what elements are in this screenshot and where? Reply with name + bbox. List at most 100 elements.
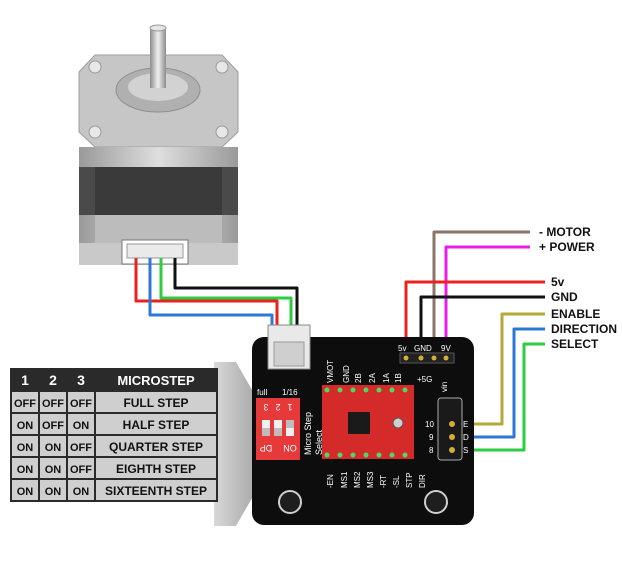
signal-wires	[452, 312, 545, 452]
table-header-cell	[40, 370, 66, 390]
power-wires	[404, 230, 545, 345]
table-cell-bg	[12, 414, 38, 434]
module-pin	[376, 452, 382, 458]
pin-label-top: 1A	[382, 373, 391, 383]
table-cell-text: OFF	[14, 398, 36, 410]
dip-on-label: ON	[283, 443, 297, 453]
table-cell-text: ON	[73, 420, 90, 432]
motor-wires	[134, 258, 299, 330]
letter-d: D	[463, 433, 469, 442]
table-cell-text: OFF	[70, 398, 92, 410]
table-cell-bg	[12, 392, 38, 412]
table-cell-text: ON	[17, 486, 34, 498]
module-pin	[337, 387, 343, 393]
table-cell-text: ON	[45, 464, 62, 476]
table-cell-bg	[12, 480, 38, 500]
pin-label-top: 1B	[394, 373, 403, 383]
table-cell-bg	[68, 414, 94, 434]
header-9v: 9V	[441, 344, 451, 353]
table-header-text: 3	[77, 372, 85, 388]
table-cell-bg	[68, 392, 94, 412]
module-pin	[376, 387, 382, 393]
table-cell-bg	[68, 458, 94, 478]
table-cell-text: ON	[17, 464, 34, 476]
label-enable: ENABLE	[551, 307, 600, 321]
label-plus-power: + POWER	[539, 240, 595, 254]
table-cell-text: SIXTEENTH STEP	[105, 484, 207, 498]
table-cell-text: OFF	[70, 464, 92, 476]
pin-label-bottom: MS2	[353, 471, 362, 488]
table-cell-bg	[40, 414, 66, 434]
pin-8: 8	[429, 446, 434, 455]
table-header-text: 2	[49, 372, 57, 388]
table-cell-bg	[12, 436, 38, 456]
microstep-table: 1 2 3 MICROSTEP OFF OFF OFF FULL STEP ON OFF ON HAL…	[10, 368, 218, 502]
table-header-text: MICROSTEP	[117, 373, 195, 388]
label-minus-motor: - MOTOR	[539, 225, 591, 239]
module-pin	[389, 387, 395, 393]
table-cell-text: FULL STEP	[123, 396, 188, 410]
dip-num-3: 3	[263, 402, 268, 412]
table-cell-text: ON	[17, 420, 34, 432]
table-cell-text: EIGHTH STEP	[116, 462, 196, 476]
table-cell-bg	[12, 458, 38, 478]
module-pin	[350, 387, 356, 393]
table-cell-text: OFF	[42, 420, 64, 432]
table-cell-text: QUARTER STEP	[109, 440, 203, 454]
label-select: SELECT	[551, 337, 599, 351]
table-cell-text: HALF STEP	[123, 418, 190, 432]
pin-label-bottom: -RT	[379, 475, 388, 488]
module-pin	[402, 452, 408, 458]
dip-num-1: 1	[287, 402, 292, 412]
plus5g-label: +5G	[417, 375, 432, 384]
dip-dp-label: DP	[260, 443, 273, 453]
module-pin	[324, 452, 330, 458]
dip-full-label: full	[257, 388, 267, 397]
module-pin	[324, 387, 330, 393]
header-gnd: GND	[414, 344, 432, 353]
table-cell-bg	[68, 436, 94, 456]
table-cell-bg	[96, 458, 216, 478]
vin-label: vin	[440, 382, 449, 392]
dip-num-2: 2	[275, 402, 280, 412]
pin-label-bottom: -SL	[392, 475, 401, 488]
table-cell-bg	[96, 436, 216, 456]
module-pin	[350, 452, 356, 458]
table-cell-bg	[96, 480, 216, 500]
table-cell-text: ON	[17, 442, 34, 454]
pin-label-bottom: -EN	[326, 474, 335, 488]
table-cell-bg	[40, 392, 66, 412]
table-header-cell	[68, 370, 94, 390]
letter-s: S	[463, 446, 468, 455]
table-pointer-arrow	[214, 362, 283, 526]
table-header-cell	[96, 370, 216, 390]
pin-label-bottom: DIR	[418, 474, 427, 488]
module-pin	[363, 452, 369, 458]
pin-label-bottom: STP	[405, 472, 414, 488]
letter-e: E	[463, 420, 468, 429]
table-header-cell	[12, 370, 38, 390]
table-cell-text: ON	[45, 442, 62, 454]
table-cell-text: ON	[73, 486, 90, 498]
table-cell-bg	[96, 414, 216, 434]
table-header-text: 1	[21, 372, 29, 388]
table-cell-bg	[68, 480, 94, 500]
select-label: Select	[314, 429, 324, 455]
table-cell-text: OFF	[70, 442, 92, 454]
table-cell-bg	[40, 458, 66, 478]
micro-step-label: Micro Step	[303, 412, 313, 455]
stepper-motor	[78, 24, 239, 265]
table-cell-text: OFF	[42, 398, 64, 410]
module-pin	[389, 452, 395, 458]
pin-label-top: 2A	[368, 373, 377, 383]
pin-label-top: 2B	[354, 373, 363, 383]
table-cell-bg	[40, 480, 66, 500]
dip-1-16-label: 1/16	[282, 388, 298, 397]
pin-9: 9	[429, 433, 434, 442]
table-cell-bg	[40, 436, 66, 456]
pin-label-top: VMOT	[326, 360, 335, 383]
table-cell-text: ON	[45, 486, 62, 498]
label-direction: DIRECTION	[551, 322, 617, 336]
